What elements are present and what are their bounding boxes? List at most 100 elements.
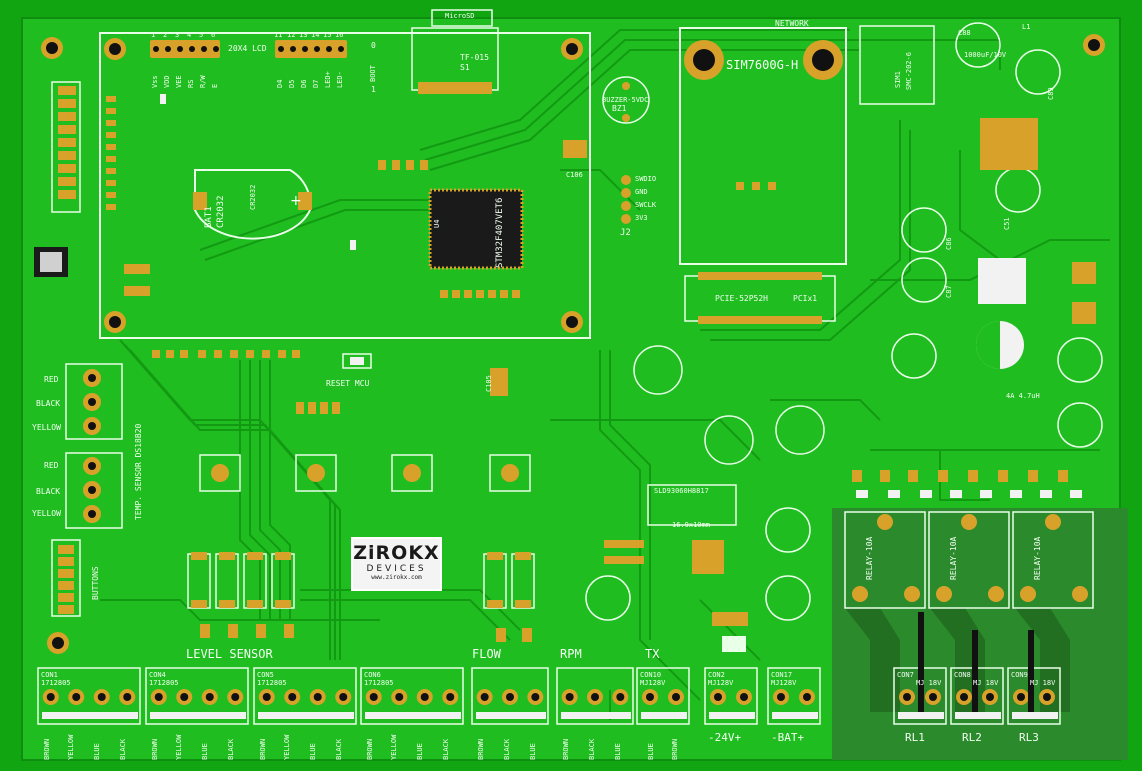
cap-c89-label: C89 [1047, 87, 1055, 100]
tx-wire-blue: BLUE [647, 743, 655, 760]
con4-wire-brown: BROWN [151, 738, 159, 760]
con10-part: MJ128V [640, 679, 666, 687]
terminal-hole [313, 693, 322, 701]
dc-label-2: 16.9x10mm [672, 521, 710, 529]
con7-id: CON7 [897, 671, 914, 679]
rpm-label: RPM [560, 647, 582, 661]
terminal-hole [180, 693, 189, 701]
terminal-hole [369, 693, 378, 701]
relay3-label: RELAY-10A [1033, 536, 1042, 580]
flow-wire-blue: BLUE [529, 743, 537, 760]
buzzer-label: BUZZER-5VDC [602, 96, 649, 104]
terminal-hole [72, 693, 81, 701]
battery-type-2: CR2032 [249, 184, 257, 210]
lcd-pin-2: 2 [163, 31, 168, 39]
con1-part: 1712805 [41, 679, 71, 687]
terminal-hole [446, 693, 455, 701]
terminal-hole [420, 693, 429, 701]
buttons-label: BUTTONS [91, 566, 100, 600]
rl2-label: RL2 [962, 731, 982, 744]
con8-part: MJ 18V [973, 679, 999, 687]
lcd-pin-4: 4 [187, 31, 192, 39]
lcd-pin-name-d6: D6 [300, 79, 308, 88]
lcd-pin-1: 1 [151, 31, 156, 39]
lcd-pin-name-d4: D4 [276, 79, 284, 88]
terminal-hole [740, 693, 748, 701]
terminal-hole [565, 693, 574, 701]
con6-wire-brown: BROWN [366, 738, 374, 760]
con2-part: MJ128V [708, 679, 734, 687]
lcd-pin-11: 11 [274, 31, 283, 39]
zirokx-logo: ZiROKX DEVICES www.zirokx.com [351, 537, 442, 591]
battery-type: CR2032 [216, 195, 226, 228]
lcd-pin-name-vdd: VDD [163, 75, 171, 88]
level-sensor-label: LEVEL SENSOR [186, 647, 273, 661]
con6-part: 1712805 [364, 679, 394, 687]
terminal-hole [1017, 693, 1025, 701]
inductor-label: 4A 4.7uH [1006, 392, 1040, 400]
lcd-pin-6: 6 [211, 31, 216, 39]
sim-holder-label: SIM1 [894, 71, 902, 88]
dc-label: SLD93060H8817 [654, 487, 709, 495]
temp2-black: BLACK [36, 487, 61, 496]
rpm-wire-black: BLACK [588, 738, 596, 760]
lcd-label: 20X4 LCD [228, 44, 267, 53]
lcd-pin-name-rs: RS [187, 79, 195, 88]
bz1-label: BZ1 [612, 104, 627, 113]
terminal-hole [929, 693, 937, 701]
reset-label: RESET MCU [326, 379, 370, 388]
cap-c86-label: C86 [945, 237, 953, 250]
l1-label: L1 [1022, 23, 1031, 31]
terminal-hole [46, 693, 55, 701]
con6-wire-black: BLACK [442, 738, 450, 760]
lcd-pin-name-e: E [211, 83, 219, 88]
cap-c87-label: C87 [945, 285, 953, 298]
con8-id: CON8 [954, 671, 971, 679]
terminal-hole [777, 693, 785, 701]
con1-wire-yellow: YELLOW [67, 734, 75, 760]
con4-part: 1712805 [149, 679, 179, 687]
cap-c51-label: C51 [1003, 217, 1011, 230]
con6-id: CON6 [364, 671, 381, 679]
terminal-hole [288, 693, 297, 701]
pcie-id: PCIx1 [793, 294, 818, 303]
con1-wire-brown: BROWN [43, 738, 51, 760]
terminal-hole [97, 693, 106, 701]
svg-text:+: + [290, 193, 302, 209]
temp2-red: RED [44, 461, 59, 470]
terminal-hole [531, 693, 540, 701]
cap-c105-label: C105 [485, 375, 493, 392]
swd-pin-gnd: GND [635, 188, 648, 196]
mcu-label: STM32F407VET6 [495, 197, 505, 268]
temp1-black: BLACK [36, 399, 61, 408]
s1-label: S1 [460, 63, 470, 72]
con4-id: CON4 [149, 671, 166, 679]
boot-1: 1 [371, 85, 376, 94]
terminal-hole [480, 693, 489, 701]
lcd-pin-name-vee: VEE [175, 75, 183, 88]
terminal-hole [591, 693, 599, 701]
boot-0: 0 [371, 41, 376, 50]
con6-wire-blue: BLUE [416, 743, 424, 760]
con6-wire-yellow: YELLOW [390, 734, 398, 760]
terminal-hole [154, 693, 163, 701]
terminal-hole [123, 693, 132, 701]
lcd-pin-14: 14 [311, 31, 320, 39]
terminal-hole [205, 693, 214, 701]
con4-wire-yellow: YELLOW [175, 734, 183, 760]
lcd-pin-name-led-minus: LED- [336, 71, 344, 88]
battery-label: BAT1 [204, 206, 214, 228]
bat-label: -BAT+ [771, 731, 805, 744]
con5-wire-brown: BROWN [259, 738, 267, 760]
terminal-hole [339, 693, 348, 701]
swd-pin-swdio: SWDIO [635, 175, 657, 183]
terminal-hole [1043, 693, 1051, 701]
terminal-hole [803, 693, 811, 701]
lcd-pin-name-led-plus: LED+ [324, 71, 332, 88]
network-label: NETWORK [775, 19, 809, 28]
terminal-hole [616, 693, 625, 701]
rpm-wire-brown: BROWN [562, 738, 570, 760]
rl1-label: RL1 [905, 731, 925, 744]
cap-c88-value: 1000uF/10V [964, 51, 1007, 59]
